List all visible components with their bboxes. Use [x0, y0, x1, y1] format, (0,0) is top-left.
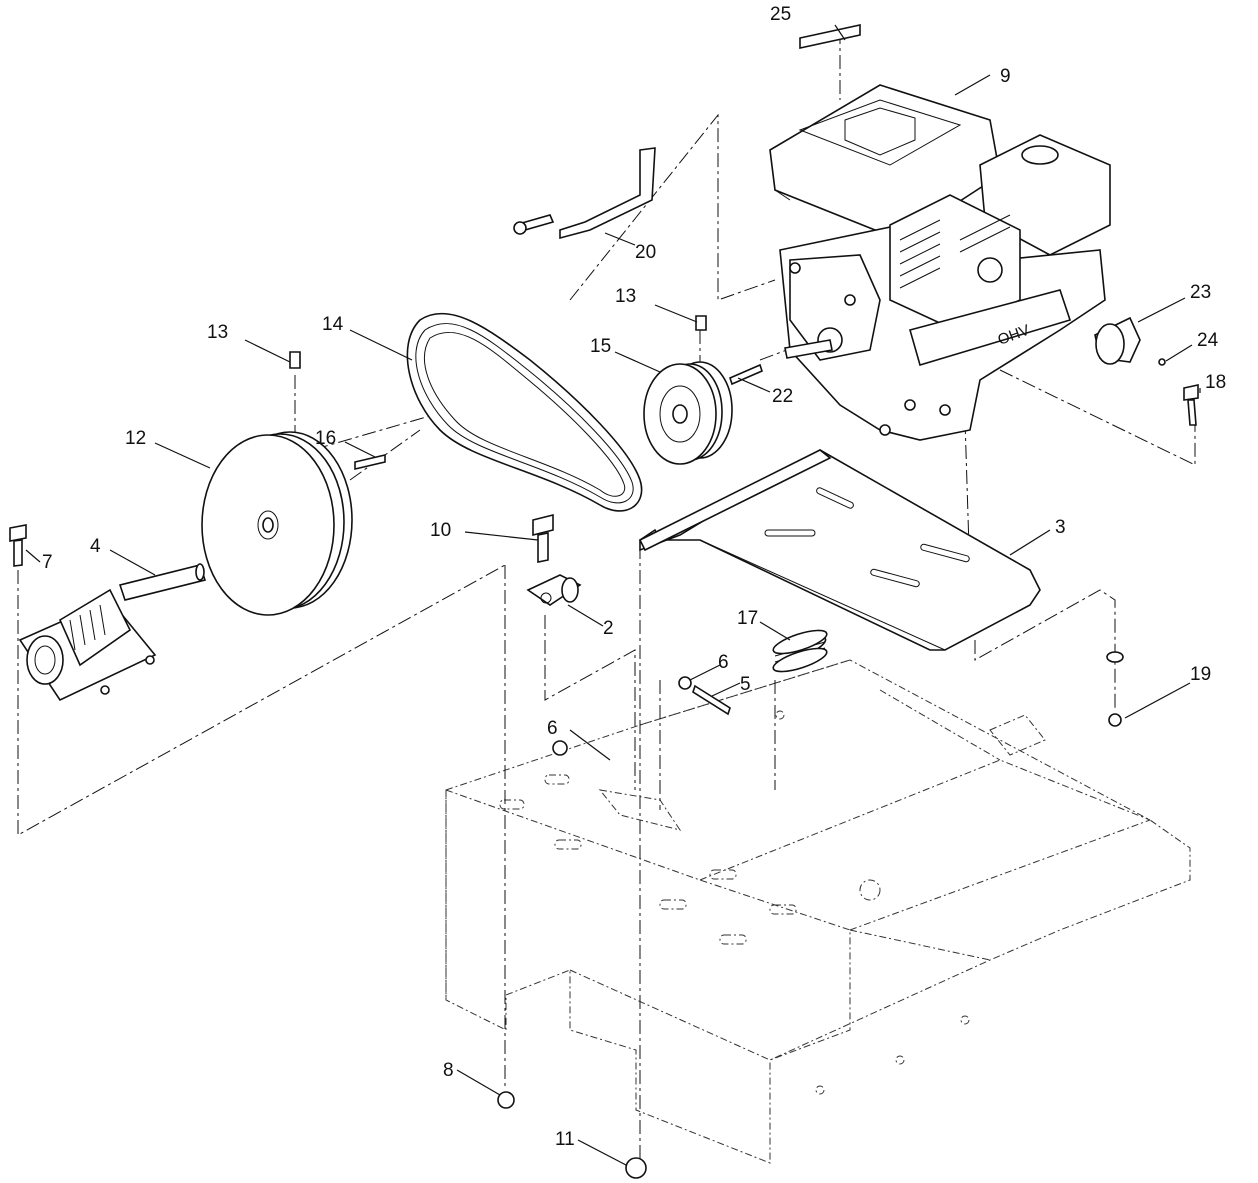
callout-13: 13 — [207, 322, 228, 343]
callout-9: 9 — [1000, 66, 1011, 87]
v-belt-icon — [406, 312, 643, 512]
bracket-icon — [513, 147, 656, 240]
callout-15: 15 — [590, 336, 611, 357]
spring-icon — [772, 629, 828, 673]
engine-mount-plate-icon — [638, 449, 1041, 651]
shaft-cover-icon — [1094, 316, 1166, 366]
callout-25: 25 — [770, 4, 791, 25]
callout-17: 17 — [737, 608, 758, 629]
engine-icon: OHV — [769, 84, 1111, 441]
callout-5: 5 — [740, 674, 751, 695]
callout-24: 24 — [1197, 330, 1219, 351]
hardware-icon — [289, 315, 1124, 1179]
pivot-bracket-icon — [526, 513, 582, 606]
callout-4: 4 — [90, 536, 101, 557]
pillow-block-bearing-icon — [18, 563, 207, 702]
callout-10: 10 — [430, 520, 451, 541]
callout-19: 19 — [1190, 664, 1211, 685]
drive-pulley-icon — [201, 431, 353, 616]
callout-6: 6 — [718, 652, 729, 673]
callout-numbers: 25 9 20 13 23 24 13 14 15 22 18 12 16 10… — [42, 4, 1226, 1150]
callout-13: 13 — [615, 286, 636, 307]
shaft-key-icon — [354, 453, 386, 471]
bolt-icon — [9, 524, 27, 567]
key-icon — [729, 363, 763, 386]
engine-pulley-icon — [643, 361, 733, 465]
callout-7: 7 — [42, 552, 53, 573]
callout-3: 3 — [1055, 517, 1066, 538]
callout-12: 12 — [125, 428, 146, 449]
callout-23: 23 — [1190, 282, 1211, 303]
bolt-icon — [1183, 384, 1199, 426]
callout-8: 8 — [443, 1060, 454, 1081]
callout-2: 2 — [603, 618, 614, 639]
callout-14: 14 — [322, 314, 344, 335]
leader-lines — [25, 24, 1201, 1166]
callout-16: 16 — [315, 428, 336, 449]
callout-22: 22 — [772, 386, 793, 407]
callout-11: 11 — [555, 1129, 575, 1150]
frame-icon — [445, 659, 1191, 1164]
callout-6: 6 — [547, 718, 558, 739]
decal-label-icon — [799, 24, 861, 49]
callout-18: 18 — [1205, 372, 1226, 393]
callout-20: 20 — [635, 242, 656, 263]
